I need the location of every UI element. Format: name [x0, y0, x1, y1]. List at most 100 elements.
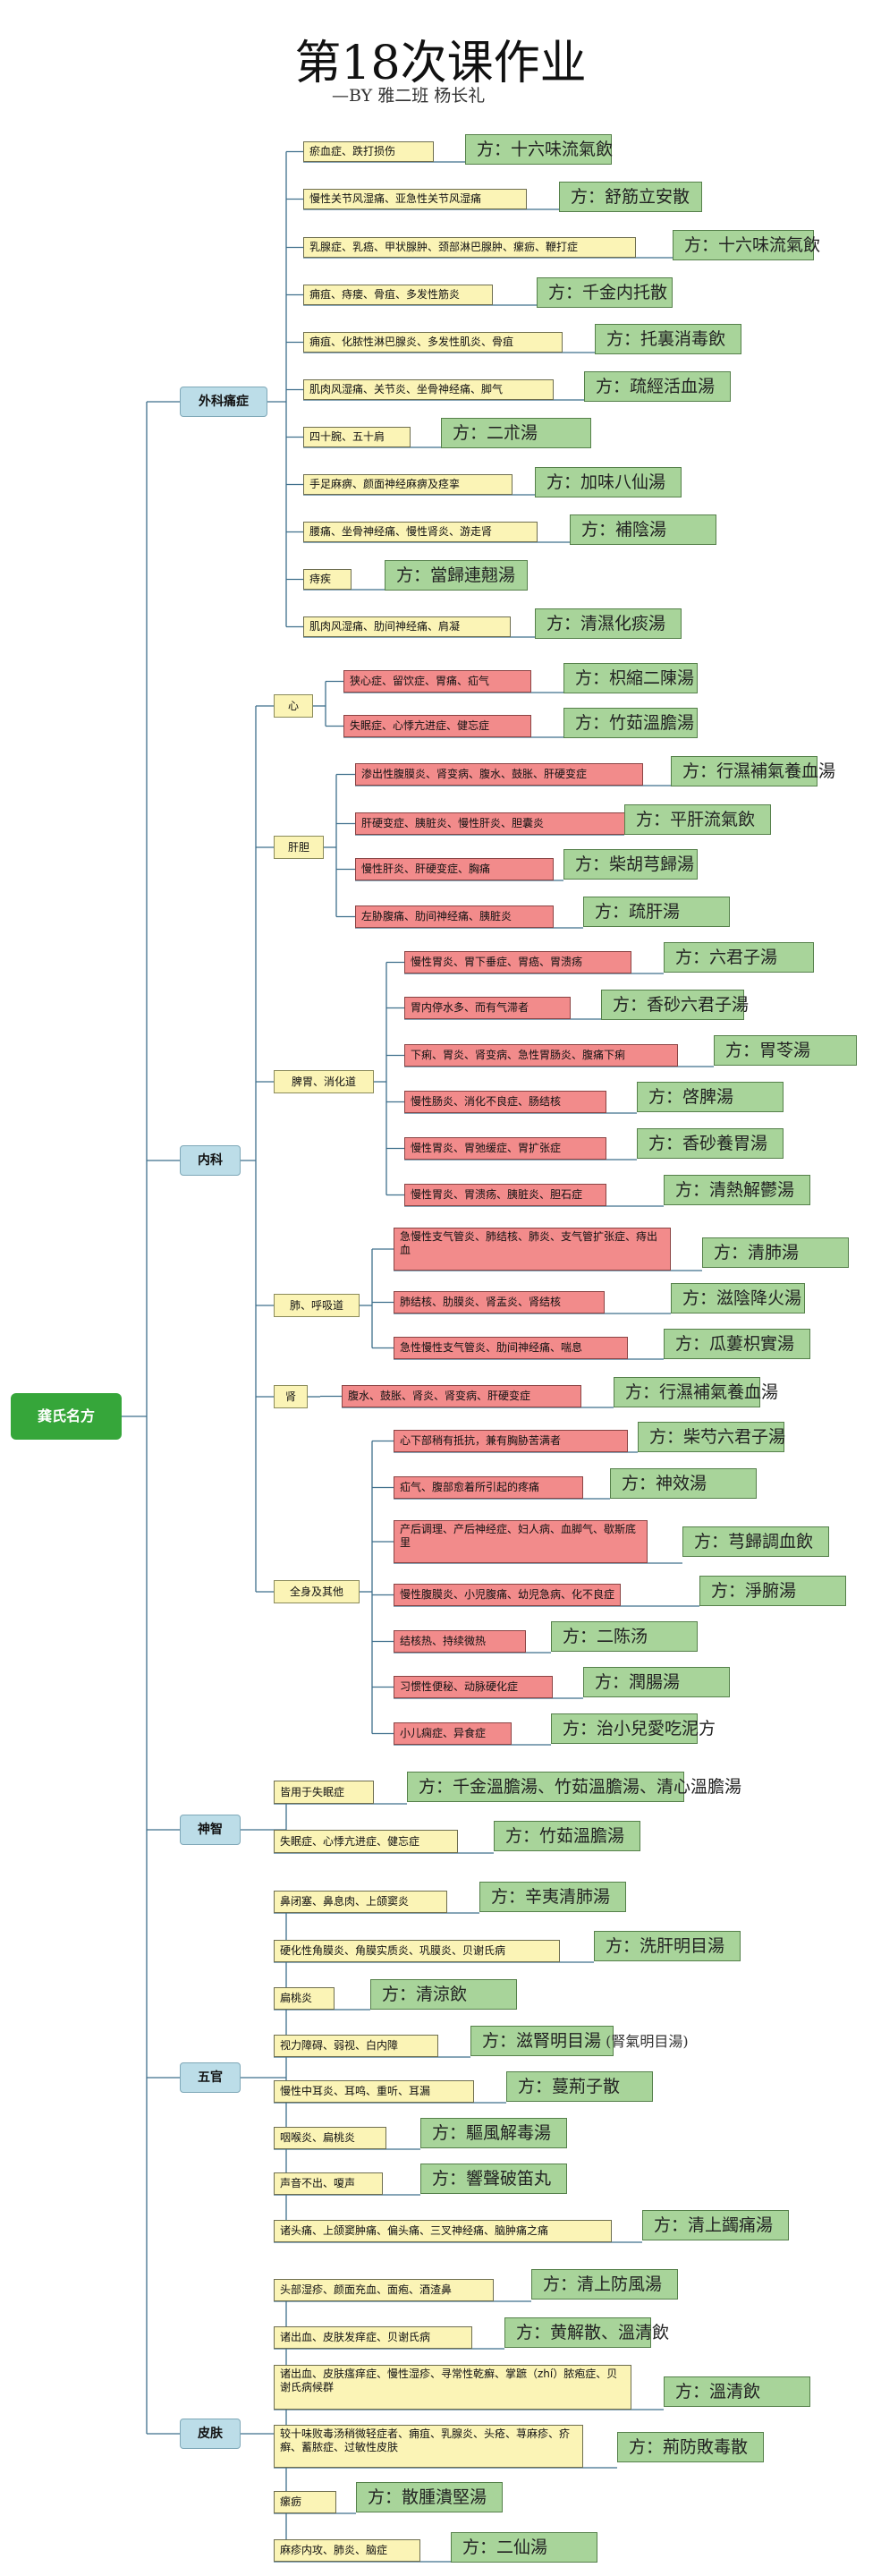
remedy-box: 方：清上防風湯	[531, 2269, 678, 2300]
remedy-name: 神效湯	[656, 1474, 707, 1493]
remedy-name: 柴胡芎歸湯	[609, 854, 695, 874]
remedy-prefix: 方：	[432, 2123, 467, 2143]
remedy-box: 方：香砂養胃湯	[637, 1128, 784, 1159]
remedy-name: 疏經活血湯	[630, 377, 716, 396]
remedy-prefix: 方：	[649, 1427, 684, 1447]
remedy-box: 方：當歸連翹湯	[385, 560, 528, 591]
category-pifu: 皮肤	[180, 2419, 241, 2449]
condition-label: 胃内停水多、而有气滞者	[404, 997, 571, 1019]
remedy-box: 方：柴芍六君子湯	[638, 1422, 785, 1452]
remedy-prefix: 方：	[419, 1777, 453, 1797]
remedy-prefix: 方：	[606, 1936, 640, 1956]
remedy-prefix: 方：	[462, 2538, 497, 2557]
condition-label: 急性慢性支气管炎、肋间神经痛、喘息	[394, 1337, 628, 1359]
remedy-prefix: 方：	[648, 1134, 683, 1153]
remedy-prefix: 方：	[648, 1087, 683, 1107]
remedy-prefix: 方：	[546, 614, 581, 633]
remedy-name: 清濕化痰湯	[580, 614, 666, 633]
condition-label: 鼻闭塞、鼻息肉、上颌窦炎	[274, 1891, 447, 1913]
remedy-prefix: 方：	[613, 995, 648, 1015]
remedy-name: 清肺湯	[748, 1243, 800, 1262]
remedy-name: 枳縮二陳湯	[609, 668, 695, 688]
condition-label: 腹水、鼓胀、肾炎、肾变病、肝硬变症	[342, 1385, 581, 1407]
remedy-prefix: 方：	[675, 2382, 710, 2402]
remedy-box: 方：千金内托散	[537, 277, 673, 308]
condition-label: 硬化性角膜炎、角膜实质炎、巩膜炎、贝谢氏病	[274, 1940, 560, 1962]
condition-label: 肝硬变症、胰脏炎、慢性肝炎、胆囊炎	[355, 812, 627, 835]
remedy-box: 方：治小兒愛吃泥方	[551, 1713, 716, 1744]
condition-label: 咽喉炎、扁桃炎	[274, 2127, 386, 2149]
remedy-box: 方：二朮湯	[441, 418, 591, 448]
condition-label: 瘀血症、跌打损伤	[303, 141, 434, 162]
remedy-name: 潤腸湯	[629, 1672, 681, 1692]
remedy-name: 十六味流氣飲	[718, 235, 821, 255]
condition-label: 诸出血、皮肤瘙痒症、慢性湿疹、寻常性乾癬、掌蹠（zhí）脓疱症、贝谢氏病候群	[274, 2365, 631, 2410]
remedy-name: 瓜蔞枳實湯	[709, 1334, 795, 1354]
condition-label: 失眠症、心悸亢进症、健忘症	[343, 715, 531, 737]
condition-label: 小儿痫症、异食症	[394, 1722, 512, 1745]
remedy-name: 二朮湯	[487, 423, 538, 443]
remedy-prefix: 方：	[595, 902, 630, 922]
subcategory-piwei: 脾胃、消化道	[274, 1070, 374, 1093]
condition-label: 皆用于失眠症	[274, 1781, 374, 1804]
condition-label: 习惯性便秘、动脉硬化症	[394, 1676, 553, 1698]
remedy-box: 方：行濕補氣養血湯	[671, 756, 835, 786]
condition-label: 产后调理、产后神经症、妇人病、血脚气、歇斯底里	[394, 1520, 648, 1563]
remedy-name: 加味八仙湯	[580, 472, 666, 492]
remedy-prefix: 方：	[654, 2215, 689, 2235]
remedy-box: 方：辛夷清肺湯	[479, 1882, 626, 1912]
remedy-box: 方：清濕化痰湯	[535, 608, 682, 639]
remedy-name: 香砂六君子湯	[647, 995, 750, 1015]
remedy-name: 托裏消毒飲	[640, 329, 726, 349]
remedy-name: 二陈汤	[597, 1627, 648, 1646]
subcategory-fei: 肺、呼吸道	[274, 1294, 360, 1317]
remedy-box: 方：啓脾湯	[637, 1082, 784, 1112]
remedy-box: 方：疏經活血湯	[584, 371, 731, 402]
subcategory-shen: 肾	[274, 1385, 308, 1408]
remedy-name: 滋陰降火湯	[716, 1288, 802, 1308]
condition-label: 慢性腹膜炎、小児腹痛、幼児急病、化不良症	[394, 1584, 621, 1606]
remedy-prefix: 方：	[675, 948, 710, 967]
condition-label: 慢性肠炎、消化不良症、肠结核	[404, 1091, 606, 1113]
remedy-name: 溫清飲	[709, 2382, 761, 2402]
remedy-prefix: 方：	[581, 520, 616, 540]
remedy-name: 清熱解鬱湯	[709, 1180, 795, 1200]
remedy-prefix: 方：	[518, 2077, 553, 2096]
remedy-prefix: 方：	[682, 761, 717, 781]
remedy-name: 芎歸調血飲	[728, 1532, 814, 1552]
remedy-box: 方：竹茹溫膽湯	[494, 1821, 640, 1851]
remedy-name: 淨腑湯	[745, 1581, 797, 1601]
remedy-prefix: 方：	[675, 1180, 710, 1200]
remedy-prefix: 方：	[396, 565, 431, 585]
condition-label: 结核热、持续微热	[394, 1630, 526, 1653]
remedy-name: 補陰湯	[615, 520, 667, 540]
remedy-box: 方：千金溫膽湯、竹茹溫膽湯、清心溫膽湯	[407, 1772, 741, 1802]
remedy-name: 當歸連翹湯	[430, 565, 516, 585]
remedy-name: 竹茹溫膽湯	[539, 1826, 625, 1846]
subcategory-quanshen: 全身及其他	[274, 1580, 360, 1603]
remedy-name: 辛夷清肺湯	[525, 1887, 611, 1907]
condition-label: 下痢、胃炎、肾变病、急性胃肠炎、腹痛下痢	[404, 1044, 678, 1067]
remedy-box: 方：清熱解鬱湯	[664, 1175, 810, 1205]
remedy-prefix: 方：	[629, 2437, 664, 2457]
remedy-box: 方：枳縮二陳湯	[563, 663, 698, 693]
remedy-box: 方：散腫潰堅湯	[356, 2482, 503, 2512]
remedy-prefix: 方：	[595, 1672, 630, 1692]
remedy-name: 竹茹溫膽湯	[609, 713, 695, 733]
remedy-box: 方：加味八仙湯	[535, 467, 682, 497]
remedy-prefix: 方：	[606, 329, 641, 349]
remedy-box: 方：托裏消毒飲	[595, 324, 741, 354]
remedy-prefix: 方：	[543, 2274, 578, 2294]
remedy-prefix: 方：	[575, 713, 610, 733]
remedy-box: 方：瓜蔞枳實湯	[664, 1329, 810, 1359]
condition-label: 肺结核、肋膜炎、肾盂炎、肾结核	[394, 1291, 605, 1314]
condition-label: 声音不出、嗄声	[274, 2172, 383, 2195]
remedy-box: 方：竹茹溫膽湯	[563, 708, 698, 738]
remedy-name: 驅風解毒湯	[466, 2123, 552, 2143]
remedy-box: 方：滋腎明目湯 (腎氣明目湯)	[470, 2026, 689, 2056]
remedy-prefix: 方：	[714, 1243, 749, 1262]
condition-label: 慢性胃炎、胃溃疡、胰脏炎、胆石症	[404, 1184, 606, 1206]
remedy-prefix: 方：	[725, 1041, 760, 1060]
remedy-box: 方：清肺湯	[702, 1237, 849, 1268]
remedy-name: 平肝流氣飲	[670, 810, 756, 829]
